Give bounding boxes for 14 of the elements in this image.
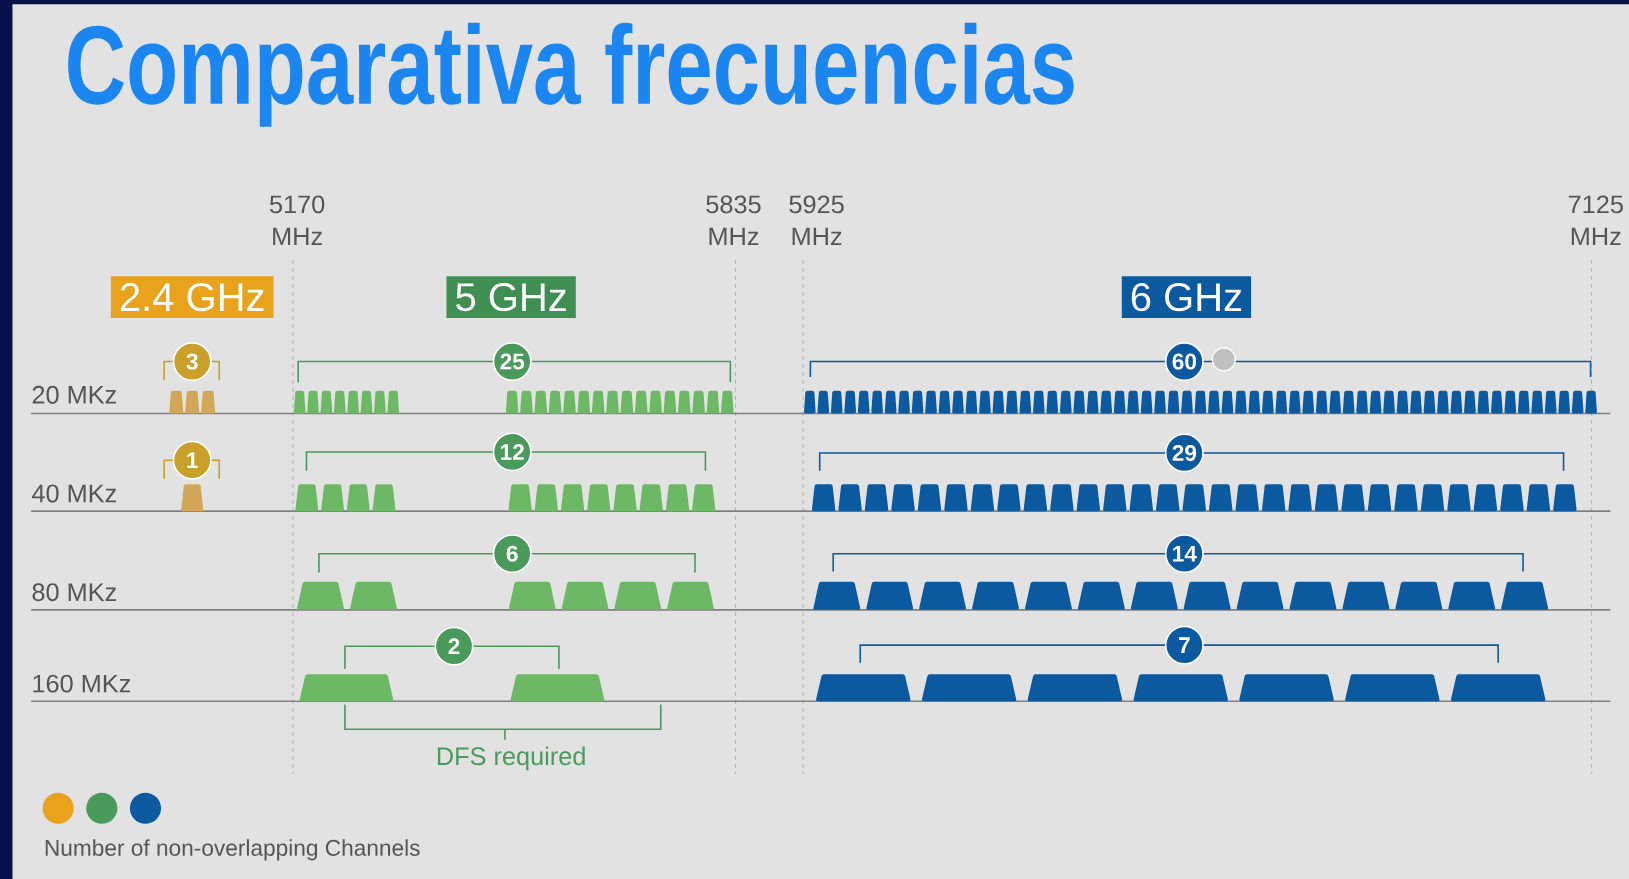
annotation: DFS required: [437, 746, 585, 771]
frequency-label: 7125 MHz: [1568, 195, 1623, 246]
band-label: 5 GHz: [446, 276, 576, 318]
frequency-label: 5925 MHz: [789, 195, 844, 246]
row-label: 40 MKz: [32, 484, 116, 503]
title: Comparativa frecuencias: [68, 22, 1074, 127]
band-label: 6 GHz: [1121, 276, 1252, 318]
frequency-label: 5170 MHz: [269, 195, 325, 246]
row-label: 80 MKz: [32, 583, 116, 602]
frequency-label: 5835 MHz: [706, 195, 761, 246]
legend-text: Number of non-overlapping Channels: [45, 839, 420, 861]
row-label: 160 MKz: [33, 674, 131, 693]
row-label: 20 MKz: [32, 385, 116, 404]
band-label: 2.4 GHz: [110, 276, 274, 318]
